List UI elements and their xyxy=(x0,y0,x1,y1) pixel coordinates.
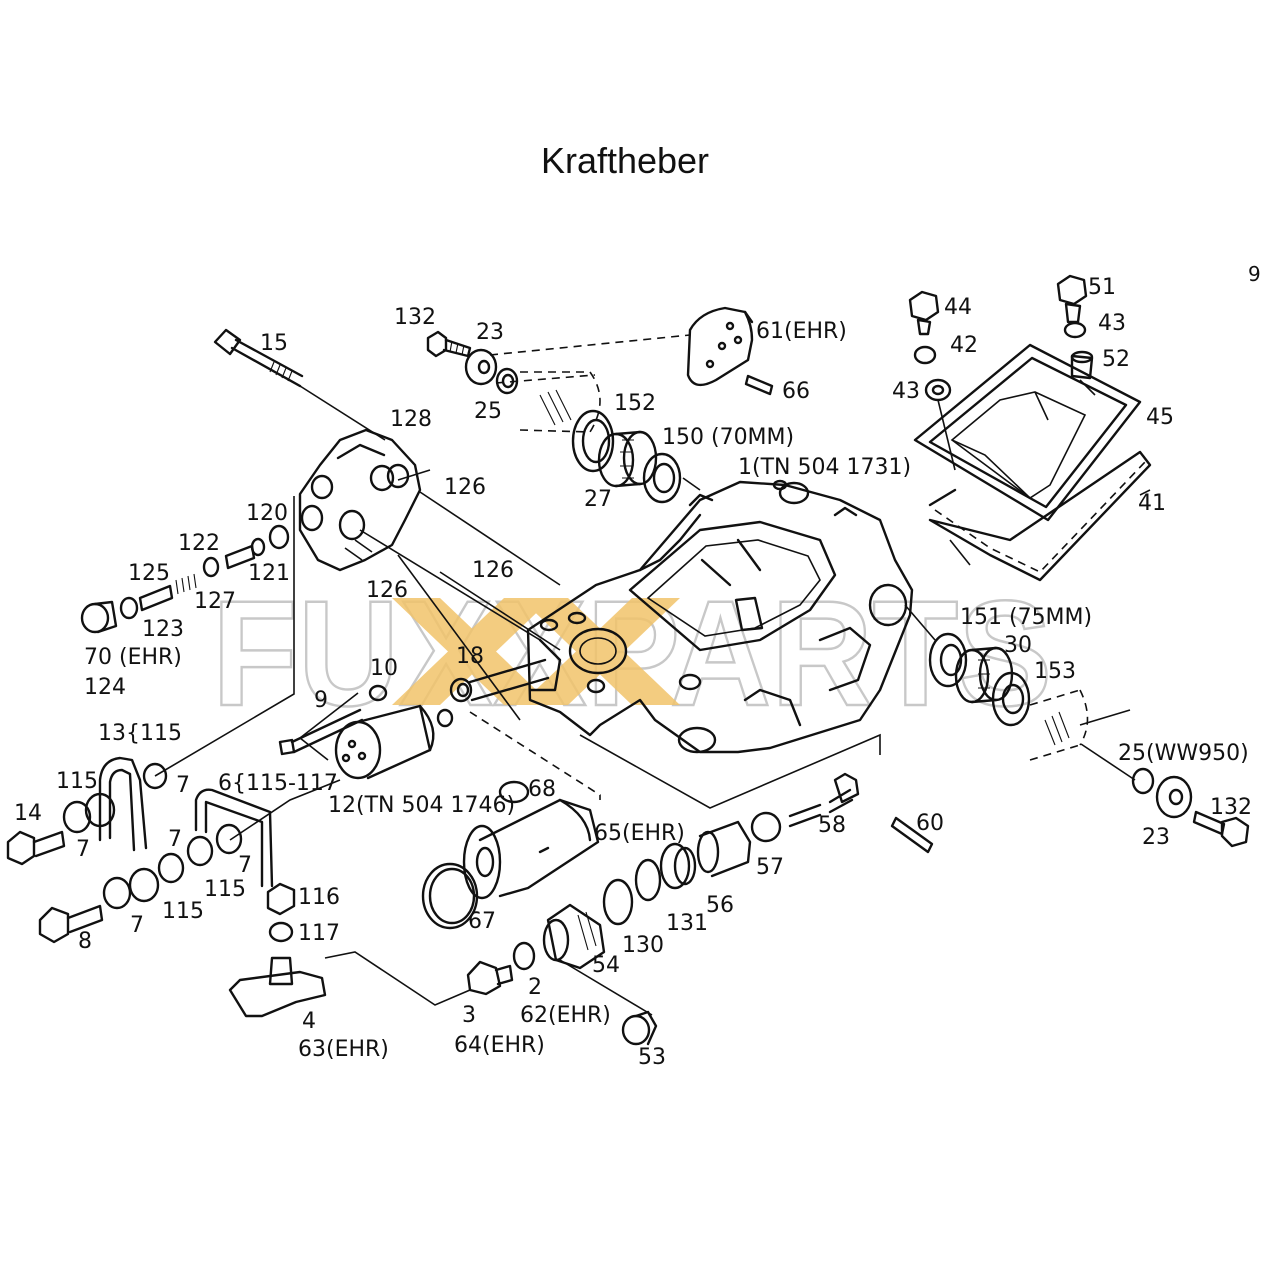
callout-43-right: 43 xyxy=(1098,311,1126,336)
callout-65: 65(EHR) xyxy=(594,821,685,846)
callout-66: 66 xyxy=(782,379,810,404)
callout-9: 9 xyxy=(314,688,328,713)
callout-121: 121 xyxy=(248,561,290,586)
callout-122: 122 xyxy=(178,531,220,556)
callout-115-a: 115 xyxy=(56,769,98,794)
callout-10: 10 xyxy=(370,656,398,681)
callout-127: 127 xyxy=(194,589,236,614)
callout-60: 60 xyxy=(916,811,944,836)
callout-7-b: 7 xyxy=(76,837,90,862)
callout-124: 124 xyxy=(84,675,126,700)
callout-30: 30 xyxy=(1004,633,1032,658)
callout-64: 64(EHR) xyxy=(454,1033,545,1058)
callout-126-c: 126 xyxy=(366,578,408,603)
callout-3: 3 xyxy=(462,1003,476,1028)
callout-116: 116 xyxy=(298,885,340,910)
callout-44: 44 xyxy=(944,295,972,320)
callout-131: 131 xyxy=(666,911,708,936)
callout-115-b: 115 xyxy=(204,877,246,902)
callout-23-top: 23 xyxy=(476,320,504,345)
callout-128: 128 xyxy=(390,407,432,432)
callout-132-top: 132 xyxy=(394,305,436,330)
callout-152: 152 xyxy=(614,391,656,416)
callout-12: 12(TN 504 1746) xyxy=(328,793,515,818)
solenoid-12 xyxy=(278,684,454,780)
callout-153: 153 xyxy=(1034,659,1076,684)
page-mark: 9 xyxy=(1248,262,1261,286)
callout-126-b: 126 xyxy=(472,558,514,583)
callout-67: 67 xyxy=(468,909,496,934)
callout-labels: 15 132 23 25 61(EHR) 66 152 150 (70MM) 1… xyxy=(14,275,1252,1070)
callout-132-right: 132 xyxy=(1210,795,1252,820)
bolt-51-stack xyxy=(1056,274,1094,380)
valve-left xyxy=(80,524,290,634)
callout-18: 18 xyxy=(456,644,484,669)
callout-63: 63(EHR) xyxy=(298,1037,389,1062)
callout-62: 62(EHR) xyxy=(520,1003,611,1028)
callout-8: 8 xyxy=(78,929,92,954)
callout-57: 57 xyxy=(756,855,784,880)
callout-45: 45 xyxy=(1146,405,1174,430)
callout-56: 56 xyxy=(706,893,734,918)
leader-lines xyxy=(154,334,1151,1016)
callout-130: 130 xyxy=(622,933,664,958)
plug-18 xyxy=(449,658,550,703)
callout-7-e: 7 xyxy=(130,913,144,938)
callout-52: 52 xyxy=(1102,347,1130,372)
callout-125: 125 xyxy=(128,561,170,586)
callout-58: 58 xyxy=(818,813,846,838)
cover-tray-45 xyxy=(913,343,1152,582)
callout-25-top: 25 xyxy=(474,399,502,424)
callout-43-left: 43 xyxy=(892,379,920,404)
callout-123: 123 xyxy=(142,617,184,642)
callout-1: 1(TN 504 1731) xyxy=(738,455,911,480)
cylinder-65 xyxy=(421,780,600,930)
callout-51: 51 xyxy=(1088,275,1116,300)
callout-53: 53 xyxy=(638,1045,666,1070)
watermark-text: FUXXPARTS xyxy=(212,569,1052,737)
lift-housing xyxy=(526,479,914,754)
callout-150: 150 (70MM) xyxy=(662,425,794,450)
callout-4: 4 xyxy=(302,1009,316,1034)
callout-15: 15 xyxy=(260,331,288,356)
callout-7-a: 7 xyxy=(176,773,190,798)
callout-41: 41 xyxy=(1138,491,1166,516)
callout-7-c: 7 xyxy=(168,827,182,852)
callout-151: 151 (75MM) xyxy=(960,605,1092,630)
bolt-44-stack xyxy=(908,290,952,402)
callout-25-right: 25(WW950) xyxy=(1118,741,1249,766)
callout-42: 42 xyxy=(950,333,978,358)
callout-68: 68 xyxy=(528,777,556,802)
callout-117: 117 xyxy=(298,921,340,946)
callout-120: 120 xyxy=(246,501,288,526)
callout-23-right: 23 xyxy=(1142,825,1170,850)
callout-61: 61(EHR) xyxy=(756,319,847,344)
right-shaft-parts xyxy=(928,632,1250,848)
callout-2: 2 xyxy=(528,975,542,1000)
fittings xyxy=(6,762,296,944)
callout-13: 13{115 xyxy=(98,721,182,746)
callout-115-c: 115 xyxy=(162,899,204,924)
callout-6: 6{115-117 xyxy=(218,771,338,796)
callout-126-a: 126 xyxy=(444,475,486,500)
callout-14: 14 xyxy=(14,801,42,826)
diagram-title: Kraftheber xyxy=(540,140,710,181)
watermark: FUXXPARTS xyxy=(211,568,1054,739)
ehr-plate-61 xyxy=(686,306,774,396)
long-bolt-15 xyxy=(213,328,304,388)
spool-parts xyxy=(542,772,934,970)
callout-7-d: 7 xyxy=(238,853,252,878)
pipes xyxy=(98,756,327,1018)
callout-27: 27 xyxy=(584,487,612,512)
side-cover-128 xyxy=(298,428,422,572)
callout-70: 70 (EHR) xyxy=(84,645,182,670)
watermark-x-mark xyxy=(392,598,680,705)
callout-54: 54 xyxy=(592,953,620,978)
